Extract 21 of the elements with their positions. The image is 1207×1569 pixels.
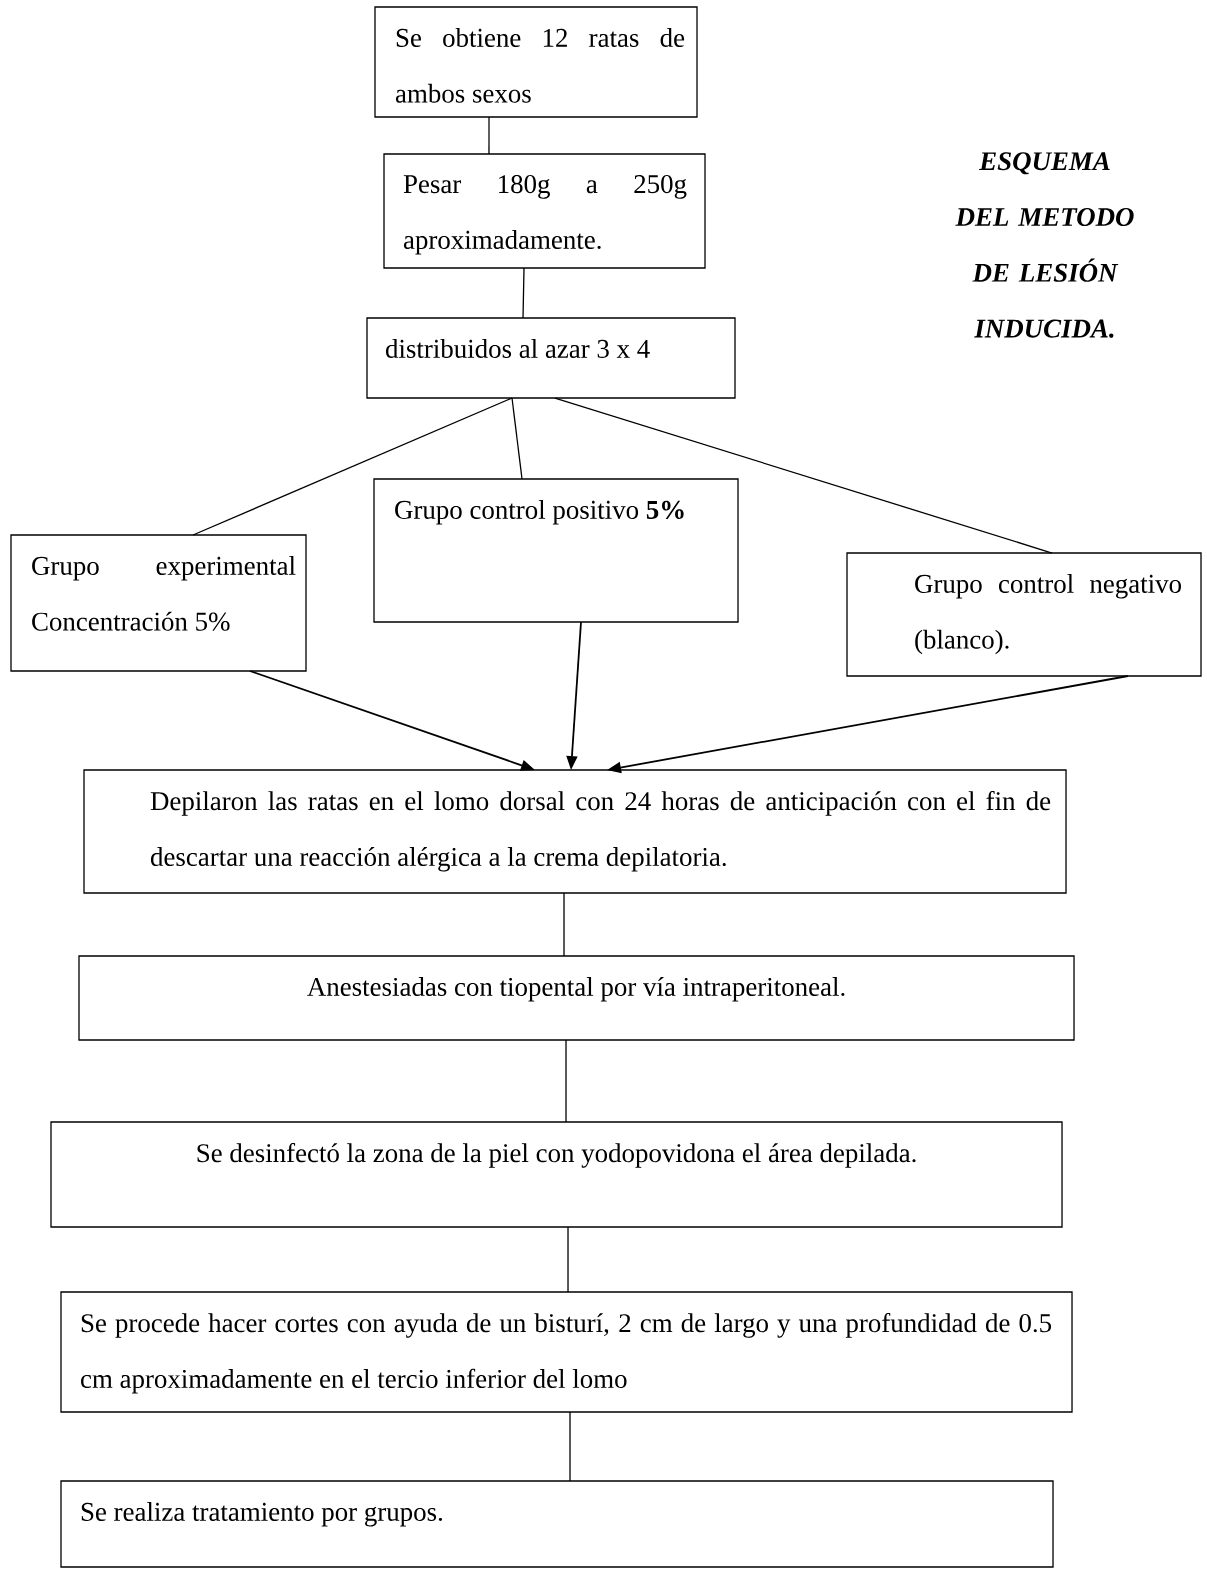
process-box: Grupo control positivo 5% — [373, 478, 739, 623]
connector-line — [522, 267, 525, 319]
process-box: Depilaron las ratas en el lomo dorsal con 24 horas de anticipación con el fin de descartar una reacción alérgica a la crema depilatoria. — [83, 769, 1067, 894]
connector-line — [511, 397, 523, 480]
process-box: Se desinfectó la zona de la piel con yodopovidona el área depilada. — [50, 1121, 1063, 1228]
connector-line — [567, 1226, 569, 1293]
connector-line — [488, 116, 490, 155]
title: ESQUEMA DEL METODO DE LESIÓN INDUCIDA. — [955, 152, 1134, 338]
connector-line — [554, 397, 1053, 554]
process-box: Anestesiadas con tiopental por vía intraperitoneal. — [78, 955, 1075, 1041]
connector-line — [192, 397, 513, 536]
process-box: Pesar 180g a 250g aproximadamente. — [383, 153, 706, 269]
process-box: Grupo experimental Concentración 5% — [10, 534, 307, 672]
process-box: distribuidos al azar 3 x 4 — [366, 317, 736, 399]
process-box: Grupo control negativo (blanco). — [846, 552, 1202, 677]
connector-line — [565, 1039, 567, 1123]
process-box: Se obtiene 12 ratas de ambos sexos — [374, 6, 698, 118]
connector-line — [563, 892, 565, 957]
process-box: Se realiza tratamiento por grupos. — [60, 1480, 1054, 1568]
process-box: Se procede hacer cortes con ayuda de un bisturí, 2 cm de largo y una profundidad de 0.5 cm aproximadamente en el tercio inferior del lomo — [60, 1291, 1073, 1413]
connector-line — [569, 1411, 571, 1482]
